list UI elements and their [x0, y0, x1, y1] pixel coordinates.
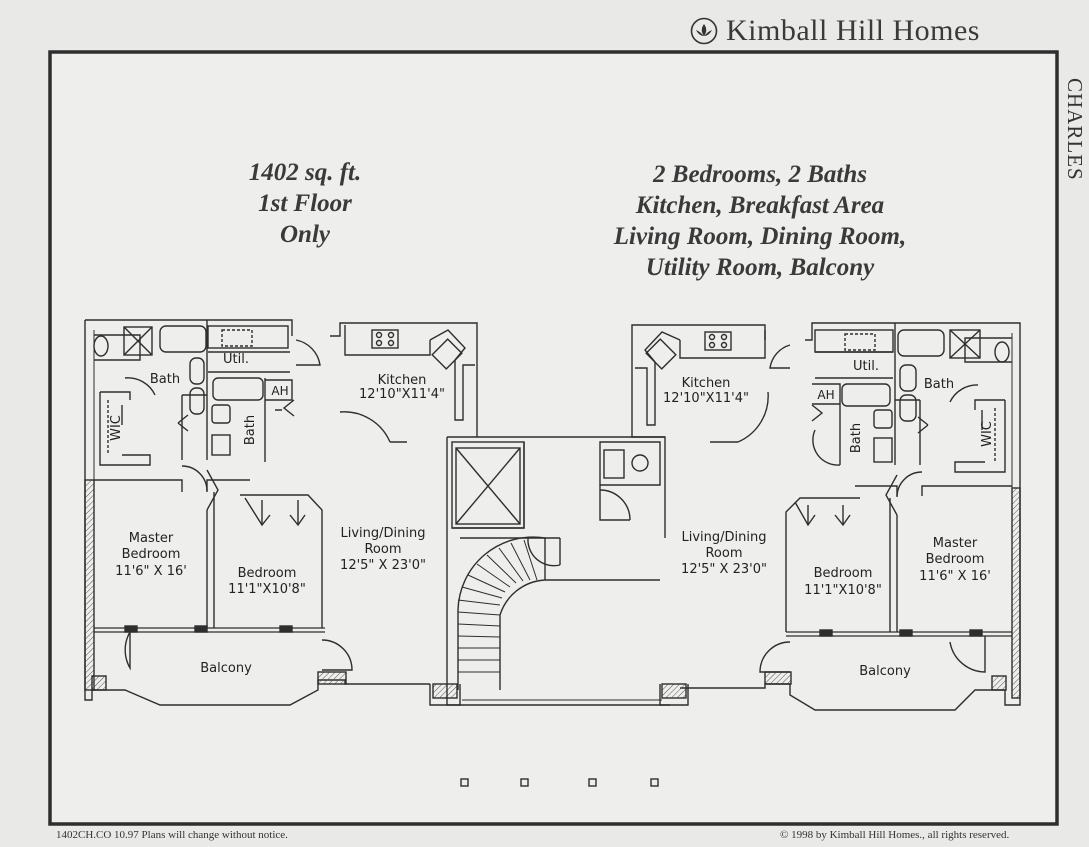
footer-plan-note: 1402CH.CO 10.97 Plans will change withou…	[56, 829, 288, 841]
left-bedroom-label: Bedroom	[238, 566, 297, 581]
heading-line: Utility Room, Balcony	[645, 254, 875, 281]
left-kitchen-dim: 12'10"X11'4"	[359, 387, 445, 402]
lotus-logo-icon	[690, 17, 718, 45]
stair-core	[446, 436, 670, 706]
right-living-dim: 12'5" X 23'0"	[681, 562, 767, 577]
heading-line: Kitchen, Breakfast Area	[635, 192, 885, 219]
left-ah-label: AH	[271, 384, 288, 398]
heading-line: 1402 sq. ft.	[248, 159, 362, 186]
left-living-label-2: Room	[364, 542, 401, 557]
right-kitchen-label: Kitchen	[682, 376, 731, 391]
left-master-dim: 11'6" X 16'	[115, 564, 187, 579]
left-bedroom-dim: 11'1"X10'8"	[228, 582, 306, 597]
right-bedroom-dim: 11'1"X10'8"	[804, 583, 882, 598]
features-heading: 2 Bedrooms, 2 Baths Kitchen, Breakfast A…	[555, 159, 965, 283]
left-master-label-2: Bedroom	[122, 547, 181, 562]
right-bedroom-label: Bedroom	[814, 566, 873, 581]
right-master-dim: 11'6" X 16'	[919, 569, 991, 584]
right-living-label-1: Living/Dining	[682, 530, 767, 545]
vent-markers	[460, 778, 659, 787]
left-balcony-label: Balcony	[200, 661, 252, 676]
right-balcony-label: Balcony	[859, 664, 911, 679]
heading-line: Living Room, Dining Room,	[613, 223, 907, 250]
left-unit-labels: Bath Util. AH Bath WIC Kitchen 12'10"X11…	[109, 352, 445, 676]
heading-line: 2 Bedrooms, 2 Baths	[653, 161, 867, 188]
right-unit-walls	[631, 322, 1021, 711]
heading-line: 1st Floor	[258, 190, 352, 217]
floor-area-heading: 1402 sq. ft. 1st Floor Only	[205, 157, 405, 250]
right-bath2-label: Bath	[849, 423, 864, 453]
left-wic-label: WIC	[109, 415, 124, 441]
plan-name-side-label: CHARLES	[1063, 78, 1087, 181]
right-wic-label: WIC	[980, 421, 995, 447]
left-bath2-label: Bath	[243, 415, 258, 445]
brand-name: Kimball Hill Homes	[726, 14, 980, 47]
left-kitchen-label: Kitchen	[378, 373, 427, 388]
right-util-label: Util.	[853, 359, 879, 374]
right-living-label-2: Room	[705, 546, 742, 561]
left-unit-walls	[84, 319, 478, 706]
left-living-label-1: Living/Dining	[341, 526, 426, 541]
left-living-dim: 12'5" X 23'0"	[340, 558, 426, 573]
right-master-label-1: Master	[933, 536, 978, 551]
brand-header: Kimball Hill Homes	[690, 14, 980, 48]
left-bath1-label: Bath	[150, 372, 180, 387]
right-unit-labels: Bath Util. AH Bath WIC Kitchen 12'10"X11…	[663, 359, 995, 679]
left-master-label-1: Master	[129, 531, 174, 546]
left-util-label: Util.	[223, 352, 249, 367]
footer-copyright: © 1998 by Kimball Hill Homes., all right…	[780, 829, 1010, 841]
right-kitchen-dim: 12'10"X11'4"	[663, 391, 749, 406]
right-ah-label: AH	[817, 388, 834, 402]
heading-line: Only	[280, 221, 330, 248]
right-bath1-label: Bath	[924, 377, 954, 392]
right-master-label-2: Bedroom	[926, 552, 985, 567]
